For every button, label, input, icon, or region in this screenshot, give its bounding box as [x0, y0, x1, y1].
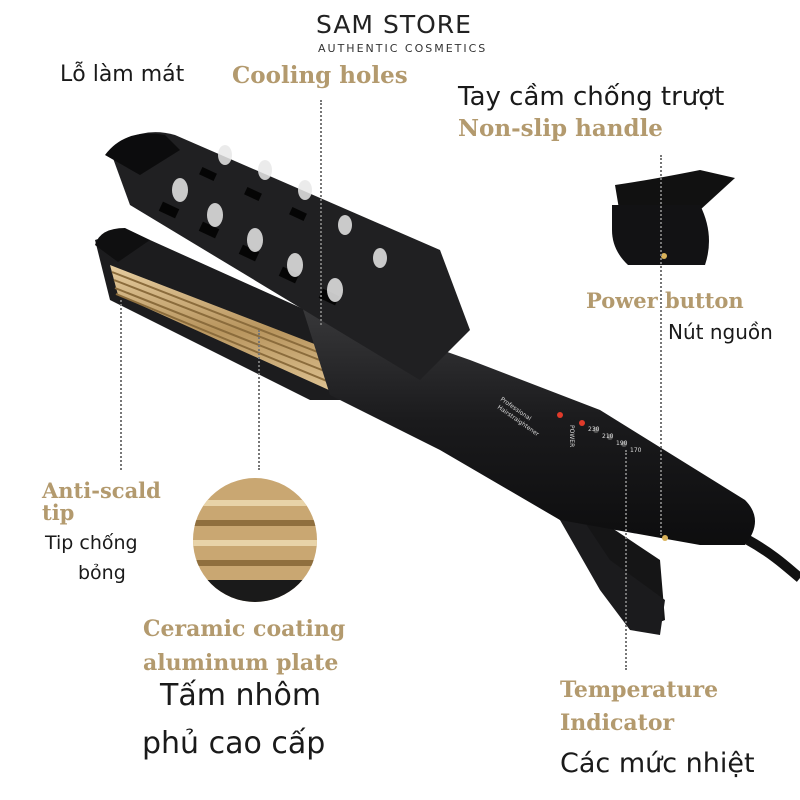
- cooling-label-vn: Lỗ làm mát: [60, 62, 185, 87]
- temp-label-en-2: Indicator: [560, 710, 675, 736]
- ceramic-label-vn-1: Tấm nhôm: [160, 678, 322, 713]
- leader-temp: [625, 450, 627, 670]
- antiscald-label-en-2: tip: [42, 500, 75, 525]
- antiscald-label-en-1: Anti-scald: [42, 478, 161, 503]
- temp-label-170: 170: [630, 447, 642, 454]
- handle-power-button-dot: [661, 253, 667, 259]
- temp-label-190: 190: [616, 440, 628, 447]
- handle-label-vn: Tay cầm chống trượt: [458, 82, 725, 112]
- handle-detail-inset: [612, 170, 735, 265]
- power-label-en: Power button: [586, 288, 744, 313]
- cooling-label-en: Cooling holes: [232, 62, 408, 89]
- anti-scald-tip: [95, 228, 150, 262]
- leader-plate: [258, 330, 260, 470]
- store-name: SAM STORE: [316, 10, 472, 39]
- temp-led-170: [621, 441, 627, 447]
- ceramic-label-vn-2: phủ cao cấp: [142, 726, 326, 761]
- leader-handle: [660, 155, 662, 535]
- ceramic-label-en-2: aluminum plate: [143, 650, 339, 676]
- antiscald-label-vn-2: bỏng: [78, 562, 126, 584]
- power-led-label: POWER: [568, 425, 575, 447]
- upper-tip: [105, 133, 180, 175]
- temp-label-en-1: Temperature: [560, 677, 719, 703]
- temp-label-210: 210: [602, 433, 614, 440]
- store-tagline: AUTHENTIC COSMETICS: [318, 42, 488, 55]
- temp-led-210: [593, 427, 599, 433]
- ceramic-plate: [110, 265, 340, 395]
- plate-closeup-inset: [193, 478, 317, 602]
- leader-antiscald: [120, 300, 122, 470]
- temp-label-230: 230: [588, 426, 600, 433]
- leader-cooling: [320, 100, 322, 325]
- antiscald-label-vn-1: Tip chống: [45, 532, 138, 554]
- handle-label-en: Non-slip handle: [458, 115, 663, 142]
- ceramic-label-en-1: Ceramic coating: [143, 616, 346, 642]
- steam-puffs: [172, 145, 387, 302]
- handle-power-dot: [662, 535, 668, 541]
- power-cord: [745, 535, 800, 582]
- temp-led-190: [607, 434, 613, 440]
- temp-label-vn: Các mức nhiệt: [560, 748, 755, 779]
- temp-led-230: [579, 420, 585, 426]
- power-led: [557, 412, 563, 418]
- power-label-vn: Nút nguồn: [668, 320, 773, 344]
